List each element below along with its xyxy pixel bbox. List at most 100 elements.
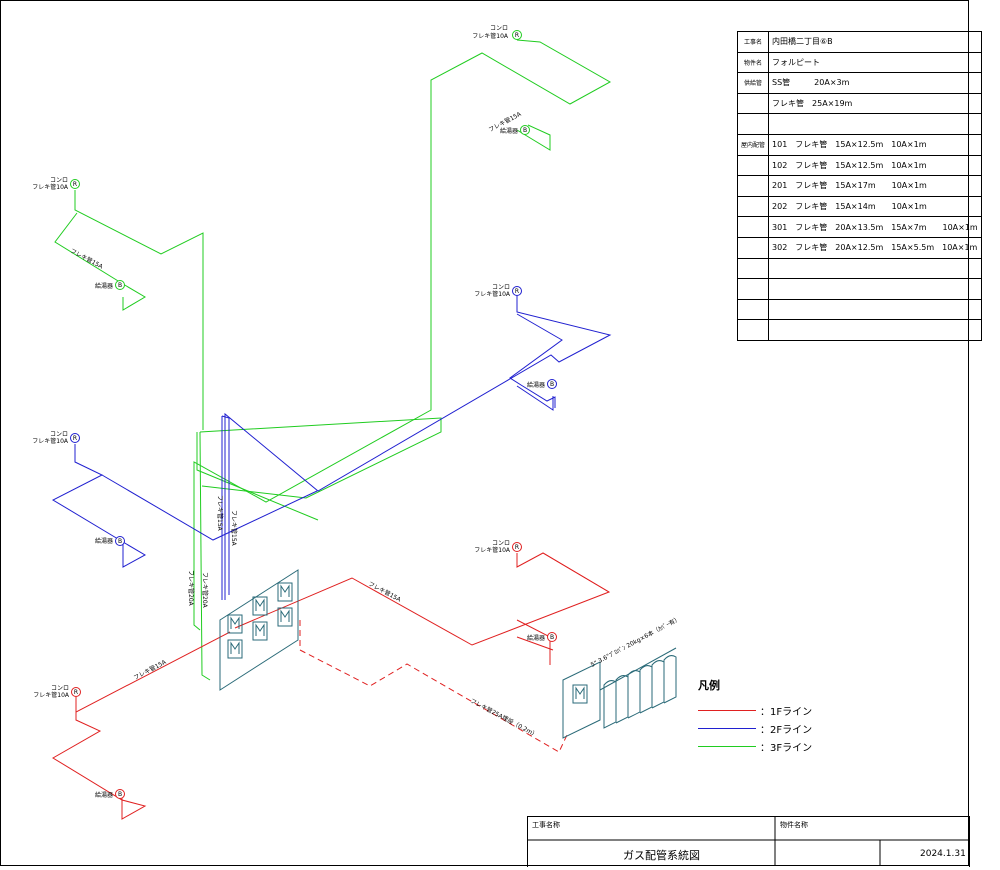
spec-value [768,257,982,280]
boiler-mark-label: B [550,381,554,388]
spec-value: 102 フレキ管 15A×12.5m 10A×1m [768,154,982,177]
legend-label: ：1Fライン [760,706,813,718]
line-3f [54,39,612,681]
boiler-mark-label: B [550,634,554,641]
boiler-mark-2f-201: B [115,536,125,546]
kyutoki-label: 給湯器 [527,381,545,389]
range-mark-2f-202: R [512,286,522,296]
legend-label: ：3Fライン [760,742,813,754]
spec-key [736,216,770,238]
legend-swatch [698,727,756,729]
spec-value: フォルピート [768,51,982,74]
flex15-label: フレキ管15A [69,247,105,271]
range-mark-label: R [515,32,519,39]
kyutoki-label: 給湯器 [500,127,518,135]
title-block: 工事名称 物件名称 ガス配管系統図 2024.1.31 [527,816,970,867]
spec-row: フレキ管 25A×19m [736,92,982,115]
kyutoki-label: 給湯器 [527,634,545,642]
flex10-label: フレキ管10A [474,290,511,298]
spec-row: 201 フレキ管 15A×17m 10A×1m [736,175,982,197]
boiler-mark-2f-202: B [547,379,557,389]
spec-row: 物件名フォルピート [736,51,982,74]
spec-key [736,195,770,218]
boiler-mark-label: B [523,127,527,134]
konro-label: コンロ [50,177,68,184]
konro-label: コンロ [51,685,69,692]
range-mark-3f-301: R [70,179,80,189]
supply-line-label: フレキ管25A埋設（0.2m） [469,697,539,739]
flex15-label: フレキ管15A [132,658,168,682]
konro-label: コンロ [492,540,510,547]
spec-row: 工事名内田橋二丁目⑥B [736,31,982,53]
flex15-label: フレキ管15A [216,495,224,532]
flex20-label: フレキ管20A [201,572,209,609]
spec-value: フレキ管 25A×19m [768,92,982,115]
spec-row: 102 フレキ管 15A×12.5m 10A×1m [736,154,982,177]
bukken-name-label: 物件名称 [780,821,808,829]
legend-swatch [698,709,756,711]
flex10-label: フレキ管10A [32,183,69,191]
spec-value [768,298,982,321]
spec-row [736,113,982,135]
spec-key [736,154,770,177]
spec-key [736,92,770,115]
diagram-labels: コンロ フレキ管10A 給湯器 フレキ管15A コンロ フレキ管10A フレキ管… [32,25,681,799]
drawing-title: ガス配管系統図 [623,849,700,862]
legend-item-2f: ：2Fライン [698,719,812,737]
line-1f [52,552,611,820]
legend-label: ：2Fライン [760,724,813,736]
legend-title: 凡例 [698,679,720,692]
range-mark-2f-201: R [70,433,80,443]
kyutoki-label: 給湯器 [95,282,113,290]
spec-key [736,278,770,300]
spec-value: 302 フレキ管 20A×12.5m 15A×5.5m 10A×1m [768,236,982,259]
flex10-label: フレキ管10A [474,546,511,554]
boiler-mark-1f-101: B [115,789,125,799]
range-mark-label: R [74,689,78,696]
range-mark-label: R [515,288,519,295]
supply-line-buried [299,620,568,753]
spec-value [768,113,982,135]
boiler-mark-label: B [118,791,122,798]
spec-key [736,319,770,341]
boiler-mark-1f-102: B [547,632,557,642]
range-mark-label: R [515,544,519,551]
appliance-marks: R B R B R B R B R B R B [70,30,557,799]
range-mark-label: R [73,181,77,188]
konro-label: コンロ [50,431,68,438]
cylinder-station [562,647,677,739]
flex20-label: フレキ管20A [187,570,195,607]
spec-value [768,319,982,341]
flex15-label: フレキ管15A [367,580,403,604]
flex10-label: フレキ管10A [33,691,70,699]
title-block-lines [527,816,968,866]
range-mark-label: R [73,435,77,442]
spec-key [736,113,770,135]
boiler-mark-3f-302: B [520,125,530,135]
spec-row: 302 フレキ管 20A×12.5m 15A×5.5m 10A×1m [736,236,982,259]
spec-value: 301 フレキ管 20A×13.5m 15A×7m 10A×1m [768,216,982,238]
kyutoki-label: 給湯器 [95,791,113,799]
legend-swatch [698,745,756,747]
spec-key: 供給管 [736,72,770,94]
spec-value: 202 フレキ管 15A×14m 10A×1m [768,195,982,218]
koji-name-label: 工事名称 [532,821,560,829]
flex15-label: フレキ管15A [230,510,238,547]
boiler-mark-3f-301: B [115,280,125,290]
spec-row [736,298,982,321]
meter-bank [219,569,299,691]
spec-key [736,175,770,197]
legend-item-3f: ：3Fライン [698,737,812,755]
flex10-label: フレキ管10A [472,32,509,40]
spec-row: 202 フレキ管 15A×14m 10A×1m [736,195,982,218]
spec-row [736,278,982,300]
range-mark-1f-101: R [71,687,81,697]
range-mark-3f-302: R [512,30,522,40]
boiler-mark-label: B [118,282,122,289]
spec-value: SS管 20A×3m [768,72,982,94]
spec-key: 工事名 [736,31,770,53]
spec-key [736,236,770,259]
